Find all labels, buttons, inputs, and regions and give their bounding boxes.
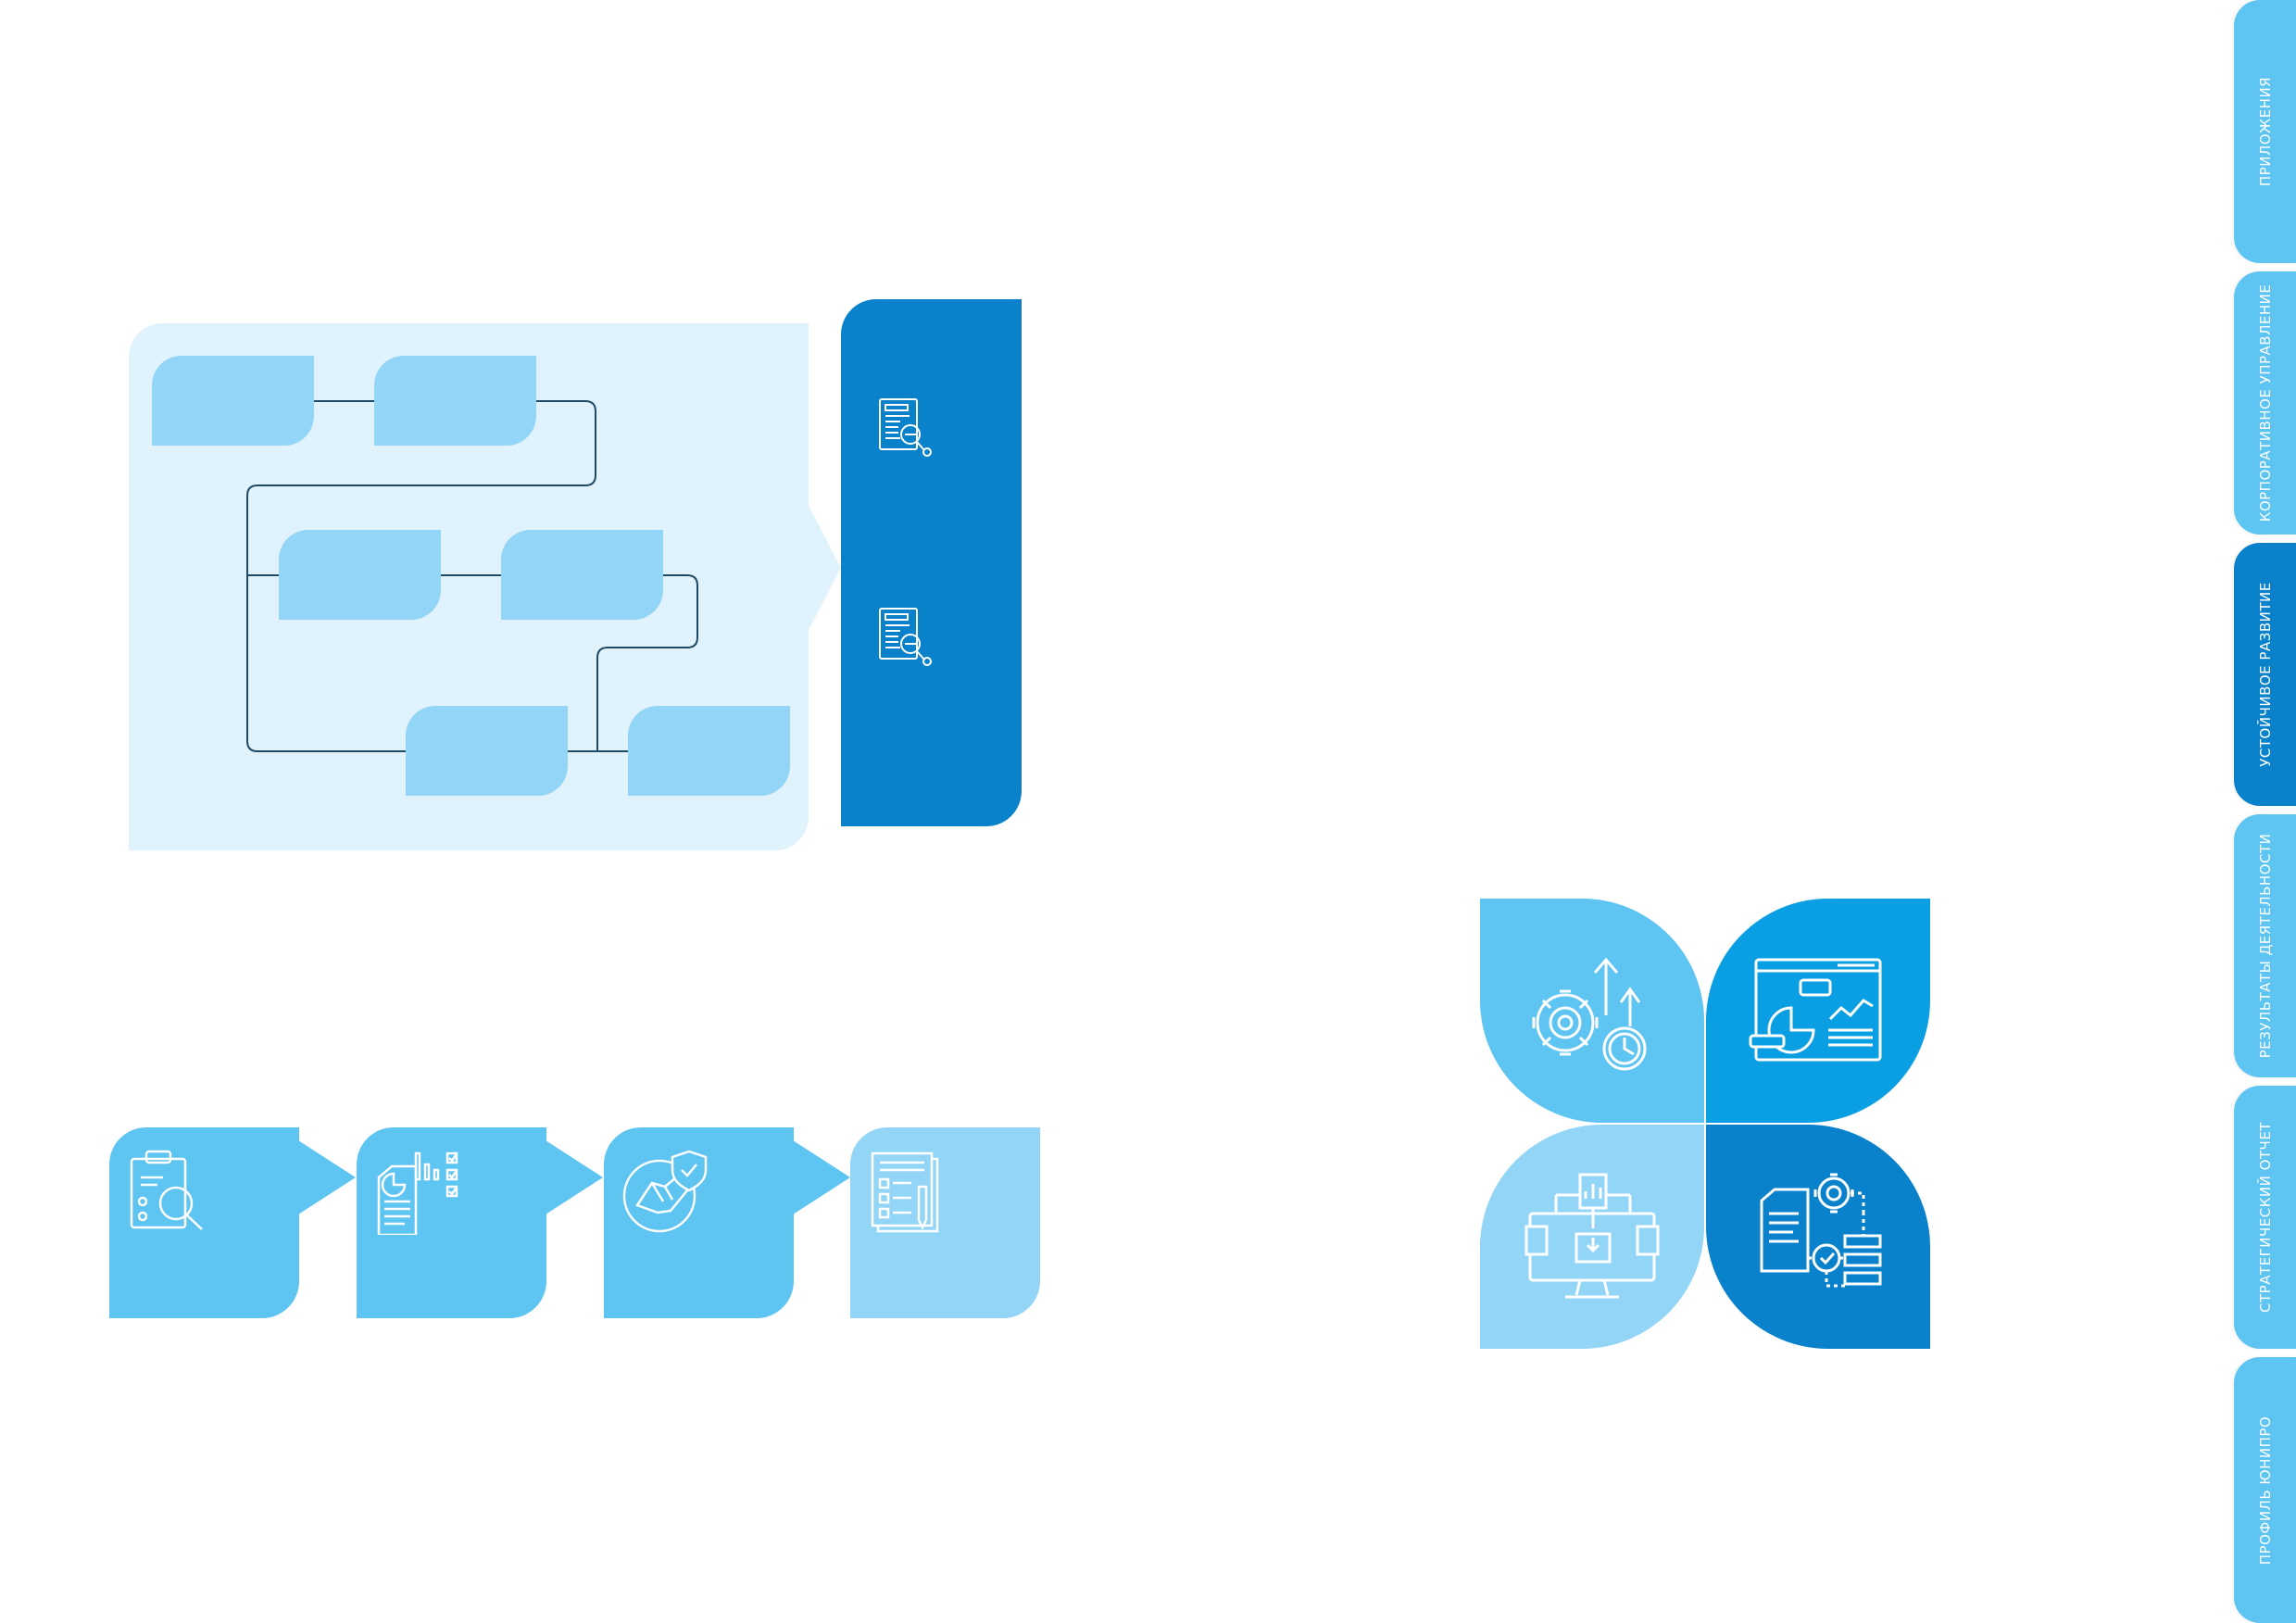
result-panel — [841, 299, 1022, 826]
tab-performance-results[interactable]: РЕЗУЛЬТАТЫ ДЕЯТЕЛЬНОСТИ — [2234, 814, 2296, 1077]
document-search-icon — [879, 398, 932, 457]
process-gear-flowchart-icon — [1760, 1173, 1882, 1288]
section-tabs: ПРИЛОЖЕНИЯ КОРПОРАТИВНОЕ УПРАВЛЕНИЕ УСТО… — [2234, 0, 2296, 1623]
computer-data-flow-icon — [1524, 1173, 1660, 1299]
tab-company-profile[interactable]: ПРОФИЛЬ ЮНИПРО — [2234, 1357, 2296, 1623]
petal-analytics — [1706, 899, 1930, 1123]
process-step-1 — [109, 1127, 299, 1318]
clipboard-search-icon — [130, 1150, 203, 1230]
step-arrow — [546, 1140, 603, 1214]
checklist-document-icon — [871, 1151, 939, 1233]
tab-strategic-report[interactable]: СТРАТЕГИЧЕСКИЙ ОТЧЕТ — [2234, 1086, 2296, 1349]
handshake-shield-icon — [622, 1150, 708, 1233]
process-step-4 — [850, 1127, 1040, 1318]
gear-growth-clock-icon — [1532, 957, 1647, 1071]
petal-growth — [1480, 899, 1704, 1123]
petal-process — [1706, 1125, 1930, 1349]
tab-corporate-governance[interactable]: КОРПОРАТИВНОЕ УПРАВЛЕНИЕ — [2234, 271, 2296, 535]
flow-step-box — [628, 706, 790, 796]
step-arrow — [793, 1140, 850, 1214]
flow-step-box — [279, 530, 441, 620]
report-chart-checklist-icon — [377, 1151, 458, 1235]
flow-step-box — [501, 530, 663, 620]
flow-step-box — [152, 356, 314, 446]
petal-data-flow — [1480, 1125, 1704, 1349]
process-step-3 — [604, 1127, 794, 1318]
document-search-icon — [879, 608, 932, 666]
flow-connectors — [246, 400, 698, 752]
process-step-2 — [357, 1127, 546, 1318]
tab-sustainable-development[interactable]: УСТОЙЧИВОЕ РАЗВИТИЕ — [2234, 543, 2296, 806]
flow-step-box — [406, 706, 568, 796]
step-arrow — [298, 1140, 356, 1214]
flow-step-box — [374, 356, 536, 446]
flow-arrow — [806, 500, 841, 635]
dashboard-analytics-icon — [1749, 958, 1882, 1062]
tab-appendices[interactable]: ПРИЛОЖЕНИЯ — [2234, 0, 2296, 263]
